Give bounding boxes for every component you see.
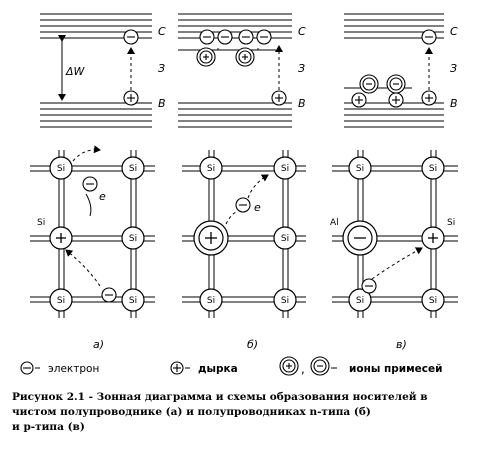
panel-label-a: а) [93, 338, 104, 351]
panel-label-b: б) [247, 338, 258, 351]
si-side-label: Si [447, 218, 455, 228]
legend-donor-ion-icon [279, 356, 299, 376]
electron-icon [256, 29, 272, 45]
acceptor-ion-icon [386, 74, 406, 94]
electron-icon [361, 278, 377, 294]
legend-electron-label: электрон [48, 363, 99, 375]
gap-label-b: З [298, 62, 305, 75]
panel-label-c: в) [396, 338, 407, 351]
si-atom-label: Si [429, 296, 437, 306]
lattice-atoms-b [193, 156, 297, 312]
caption-line-2: чистом полупроводнике (а) и полупроводни… [12, 406, 371, 418]
conduction-band-label-a: C [158, 25, 166, 38]
electron-icon [101, 287, 117, 303]
conduction-band-label-b: C [298, 25, 306, 38]
electron-icon [421, 29, 437, 45]
valence-band-label-c: B [450, 97, 458, 110]
si-atom-label: Si [281, 296, 289, 306]
si-atom-label: Si [129, 164, 137, 174]
legend-hole-label: дырка [198, 363, 238, 375]
si-atom-label: Si [281, 234, 289, 244]
si-atom-label: Si [57, 296, 65, 306]
hole-icon [271, 90, 287, 106]
caption-line-1: Рисунок 2.1 - Зонная диаграмма и схемы о… [12, 391, 428, 403]
si-atom-label: Si [281, 164, 289, 174]
legend-separator: , [301, 362, 305, 376]
electron-icon [82, 176, 98, 192]
si-atom-label: Si [129, 296, 137, 306]
figure-caption: Рисунок 2.1 - Зонная диаграмма и схемы о… [12, 390, 474, 435]
si-atom-label: Si [356, 296, 364, 306]
si-atom-label: Si [207, 296, 215, 306]
si-atom-label: Si [57, 164, 65, 174]
legend-hole-icon [170, 361, 184, 375]
band-diagram-b [178, 13, 292, 128]
donor-ion-icon [235, 47, 255, 67]
legend-acceptor-ion-icon [310, 356, 330, 376]
band-carriers-a [123, 29, 139, 106]
hole-icon [123, 90, 139, 106]
si-side-label: Si [37, 218, 45, 228]
si-atom-label: Si [129, 234, 137, 244]
si-atom-label: Si [356, 164, 364, 174]
hole-icon [421, 90, 437, 106]
al-side-label: Al [330, 218, 339, 228]
hole-icon [388, 92, 404, 108]
electron-icon [238, 29, 254, 45]
legend-ions-label: ионы примесей [349, 363, 443, 375]
si-atom-label: Si [207, 164, 215, 174]
electron-symbol-b: e [254, 201, 261, 214]
gap-label-c: З [450, 62, 457, 75]
si-atom-label: Si [429, 164, 437, 174]
legend-electron-icon [20, 361, 34, 375]
electron-icon [123, 29, 139, 45]
band-carriers-c [351, 29, 437, 108]
gap-label-a: З [158, 62, 165, 75]
electron-icon [199, 29, 215, 45]
electron-icon [217, 29, 233, 45]
valence-band-label-b: B [298, 97, 306, 110]
donor-ion-icon [196, 47, 216, 67]
electron-symbol-a: e [99, 190, 106, 203]
legend: электрон дырка , ионы примесей [20, 356, 443, 376]
hole-icon [428, 233, 438, 243]
conduction-band-label-c: C [450, 25, 458, 38]
delta-w-label: ΔW [65, 65, 86, 78]
donor-ion-icon [205, 232, 217, 244]
band-carriers-b [196, 29, 287, 106]
electron-icon [235, 197, 251, 213]
caption-line-3: и p-типа (в) [12, 421, 85, 433]
valence-band-label-a: B [158, 97, 166, 110]
acceptor-ion-icon [359, 74, 379, 94]
hole-icon [351, 92, 367, 108]
band-diagram-a [40, 13, 152, 128]
